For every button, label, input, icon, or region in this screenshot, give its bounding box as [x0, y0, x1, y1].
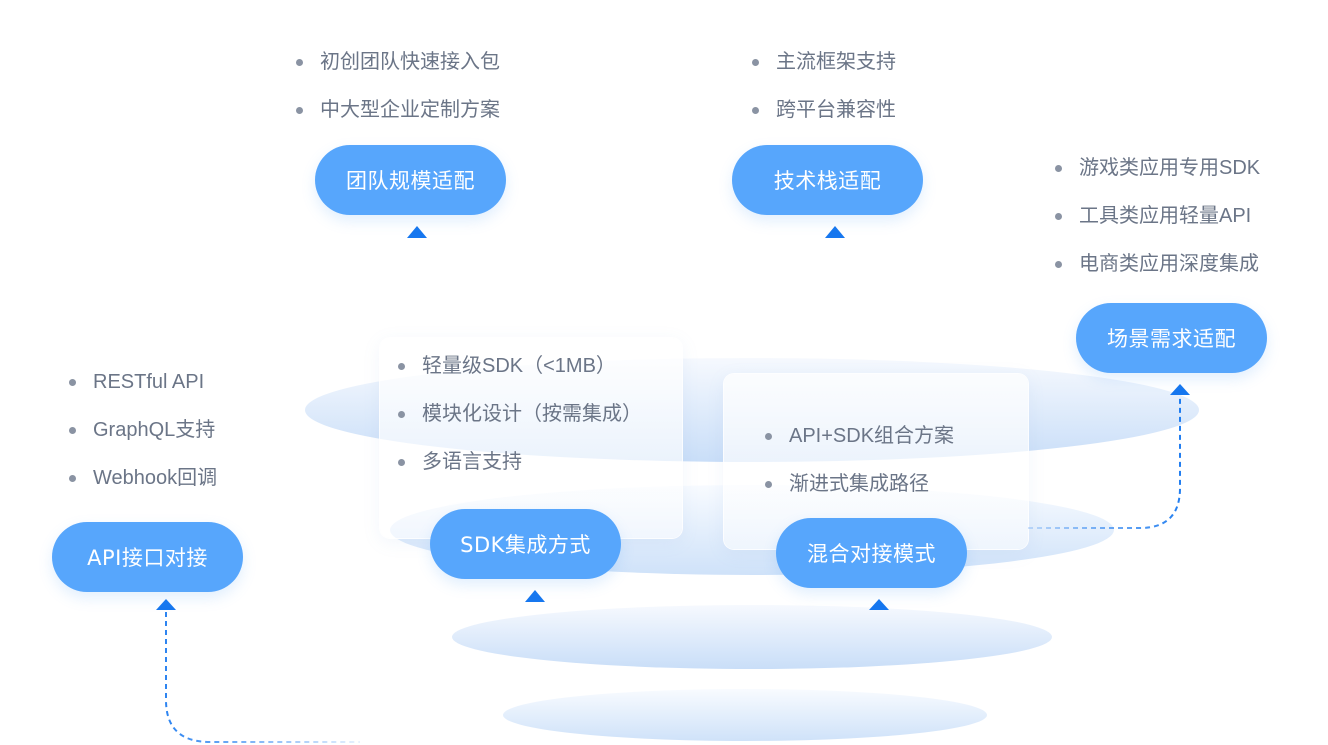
connector-api — [156, 599, 360, 743]
bullet-icon — [1055, 165, 1062, 172]
arrow-up-icon — [1170, 384, 1190, 395]
scene-list: 游戏类应用专用SDK 工具类应用轻量API 电商类应用深度集成 — [1053, 156, 1260, 300]
list-item: Webhook回调 — [67, 466, 217, 514]
bullet-icon — [69, 475, 76, 482]
list-item-text: 模块化设计（按需集成） — [422, 403, 642, 425]
list-item: 多语言支持 — [396, 450, 642, 498]
scenario-node[interactable]: 场景需求适配 — [1076, 303, 1267, 373]
tech-stack-node[interactable]: 技术栈适配 — [732, 145, 923, 215]
arrow-up-icon — [525, 590, 545, 602]
list-item: 跨平台兼容性 — [750, 98, 896, 146]
list-item: 工具类应用轻量API — [1053, 204, 1260, 252]
bullet-icon — [69, 427, 76, 434]
sdk-integration-node[interactable]: SDK集成方式 — [430, 509, 621, 579]
list-item-text: 渐进式集成路径 — [789, 473, 929, 495]
team-list: 初创团队快速接入包 中大型企业定制方案 — [294, 50, 500, 146]
hybrid-list: API+SDK组合方案 渐进式集成路径 — [763, 424, 954, 520]
list-item-text: RESTful API — [93, 371, 205, 393]
connector-tech — [825, 226, 845, 365]
bullet-icon — [765, 433, 772, 440]
list-item-text: 游戏类应用专用SDK — [1079, 157, 1261, 179]
list-item-text: API+SDK组合方案 — [789, 425, 955, 447]
bullet-icon — [398, 411, 405, 418]
connector-sdk — [525, 590, 545, 735]
bullet-icon — [296, 107, 303, 114]
connector-hybrid — [869, 599, 889, 740]
list-item-text: Webhook回调 — [93, 467, 218, 489]
bullet-icon — [752, 59, 759, 66]
sdk-list: 轻量级SDK（<1MB） 模块化设计（按需集成） 多语言支持 — [396, 354, 642, 498]
arrow-up-icon — [407, 226, 427, 238]
hybrid-mode-node[interactable]: 混合对接模式 — [776, 518, 967, 588]
arrow-up-icon — [156, 599, 176, 610]
list-item-text: 跨平台兼容性 — [776, 99, 896, 121]
bullet-icon — [1055, 261, 1062, 268]
bullet-icon — [398, 459, 405, 466]
list-item: 轻量级SDK（<1MB） — [396, 354, 642, 402]
connector-scene — [1028, 384, 1190, 529]
list-item: 游戏类应用专用SDK — [1053, 156, 1260, 204]
list-item-text: 轻量级SDK（<1MB） — [422, 355, 616, 377]
list-item: 主流框架支持 — [750, 50, 896, 98]
list-item-text: 电商类应用深度集成 — [1079, 253, 1259, 275]
list-item: RESTful API — [67, 370, 217, 418]
list-item: API+SDK组合方案 — [763, 424, 954, 472]
bullet-icon — [765, 481, 772, 488]
list-item-text: 多语言支持 — [422, 451, 522, 473]
arrow-up-icon — [869, 599, 889, 610]
list-item: 电商类应用深度集成 — [1053, 252, 1260, 300]
list-item-text: 中大型企业定制方案 — [320, 99, 500, 121]
bullet-icon — [296, 59, 303, 66]
bullet-icon — [1055, 213, 1062, 220]
list-item: 中大型企业定制方案 — [294, 98, 500, 146]
list-item-text: GraphQL支持 — [93, 419, 216, 441]
sdk-card — [380, 338, 682, 538]
list-item: GraphQL支持 — [67, 418, 217, 466]
list-item-text: 工具类应用轻量API — [1079, 205, 1252, 227]
list-item: 初创团队快速接入包 — [294, 50, 500, 98]
bullet-icon — [398, 363, 405, 370]
bullet-icon — [69, 379, 76, 386]
api-integration-node[interactable]: API接口对接 — [52, 522, 243, 592]
list-item-text: 主流框架支持 — [776, 51, 896, 73]
list-item-text: 初创团队快速接入包 — [320, 51, 500, 73]
list-item: 模块化设计（按需集成） — [396, 402, 642, 450]
team-scale-node[interactable]: 团队规模适配 — [315, 145, 506, 215]
connector-team — [407, 226, 427, 320]
arrow-up-icon — [825, 226, 845, 238]
disc-bottom — [503, 689, 987, 741]
bullet-icon — [752, 107, 759, 114]
list-item: 渐进式集成路径 — [763, 472, 954, 520]
tech-list: 主流框架支持 跨平台兼容性 — [750, 50, 896, 146]
api-list: RESTful API GraphQL支持 Webhook回调 — [67, 370, 217, 514]
disc-lower — [452, 605, 1052, 669]
